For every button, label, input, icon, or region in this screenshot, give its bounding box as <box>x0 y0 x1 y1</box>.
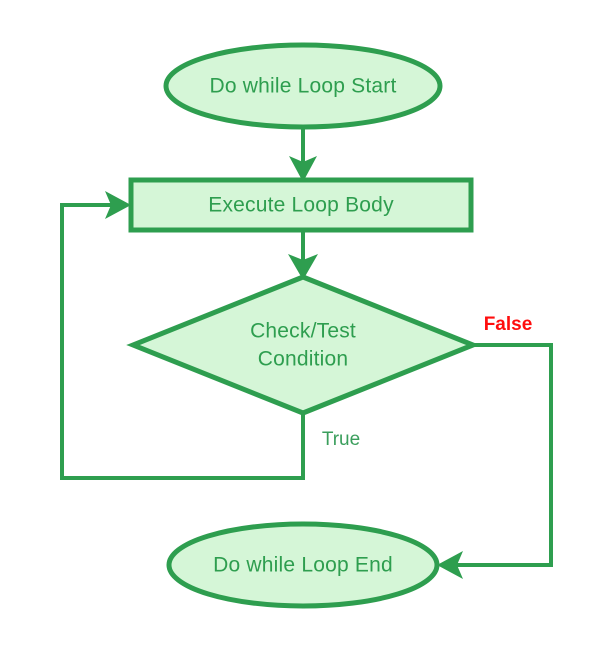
edge-condition-true-to-body <box>60 191 305 480</box>
edge-start-to-body <box>289 127 317 182</box>
end-ellipse-shape[interactable] <box>166 521 440 609</box>
edge-label-true: True <box>322 429 360 450</box>
edge-label-false: False <box>484 314 533 335</box>
edge-condition-false-to-end <box>437 343 553 579</box>
node-end[interactable]: Do while Loop End <box>166 521 440 609</box>
edge-condition-true-to-body-path <box>60 203 305 480</box>
arrow-head-down-into-condition <box>288 254 318 280</box>
node-execute-loop-body[interactable]: Execute Loop Body <box>128 177 474 233</box>
arrow-head-left-into-end <box>437 551 463 579</box>
arrow-head-down-into-body <box>289 156 317 182</box>
condition-diamond-shape[interactable] <box>126 274 480 416</box>
arrow-head-right-into-body <box>105 191 131 219</box>
condition-node-label-line1: Check/Test <box>250 320 356 343</box>
node-start[interactable]: Do while Loop Start <box>163 42 443 130</box>
end-node-label: Do while Loop End <box>213 554 393 577</box>
node-check-test-condition[interactable]: Check/Test Condition <box>126 274 480 416</box>
start-node-label: Do while Loop Start <box>209 75 396 98</box>
start-ellipse-shape[interactable] <box>163 42 443 130</box>
edge-body-to-condition <box>288 230 318 280</box>
body-node-label: Execute Loop Body <box>208 194 394 217</box>
edge-condition-false-to-end-path <box>456 343 553 567</box>
condition-node-label-line2: Condition <box>258 348 349 371</box>
body-rect-shape[interactable] <box>128 177 474 233</box>
